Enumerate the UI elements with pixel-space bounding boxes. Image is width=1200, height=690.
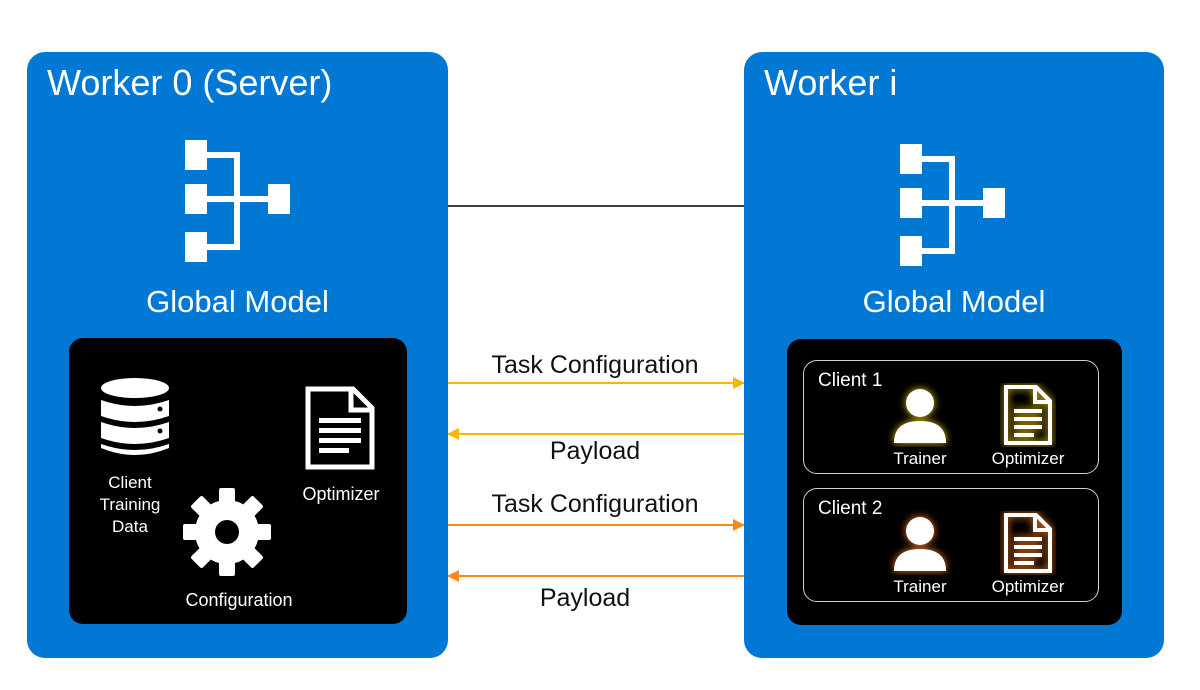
worker-title: Worker i [764,62,898,103]
server-panel: Worker 0 (Server) Global Model [27,52,448,658]
worker-panel: Worker i Global Model Client 1 [744,52,1164,658]
trainer-label: Trainer [893,449,947,468]
trainer-person-icon [894,389,946,443]
server-global-model-label: Global Model [146,284,329,319]
server-title: Worker 0 (Server) [47,62,333,103]
optimizer-label: Optimizer [991,449,1065,468]
worker-clients-box: Client 1 Trainer [787,339,1122,625]
optimizer-document-icon [1004,385,1052,445]
gear-icon [183,488,271,576]
optimizer-label: Optimizer [302,484,380,504]
optimizer-label: Optimizer [991,577,1065,596]
client-title: Client 1 [818,370,883,391]
flow-label-payload-2: Payload [539,584,631,612]
worker-global-model-label: Global Model [862,284,1046,319]
client-card: Client 2 Trainer [803,488,1099,602]
trainer-person-icon [894,517,946,571]
global-model-icon [900,144,1005,266]
optimizer-document-icon [1004,513,1052,573]
flow-label-payload-1: Payload [549,437,641,465]
configuration-label: Configuration [185,590,293,610]
database-icon [101,378,169,455]
client-card: Client 1 Trainer [803,360,1099,474]
trainer-label: Trainer [893,577,947,596]
optimizer-document-icon [305,386,375,470]
flow-label-task-configuration-1: Task Configuration [491,351,699,379]
training-data-label: Client Training Data [99,473,161,536]
server-resources-box: Client Training Data Configuration [69,338,407,624]
flow-label-task-configuration-2: Task Configuration [491,490,699,518]
client-title: Client 2 [818,498,883,519]
global-model-icon [185,140,290,262]
